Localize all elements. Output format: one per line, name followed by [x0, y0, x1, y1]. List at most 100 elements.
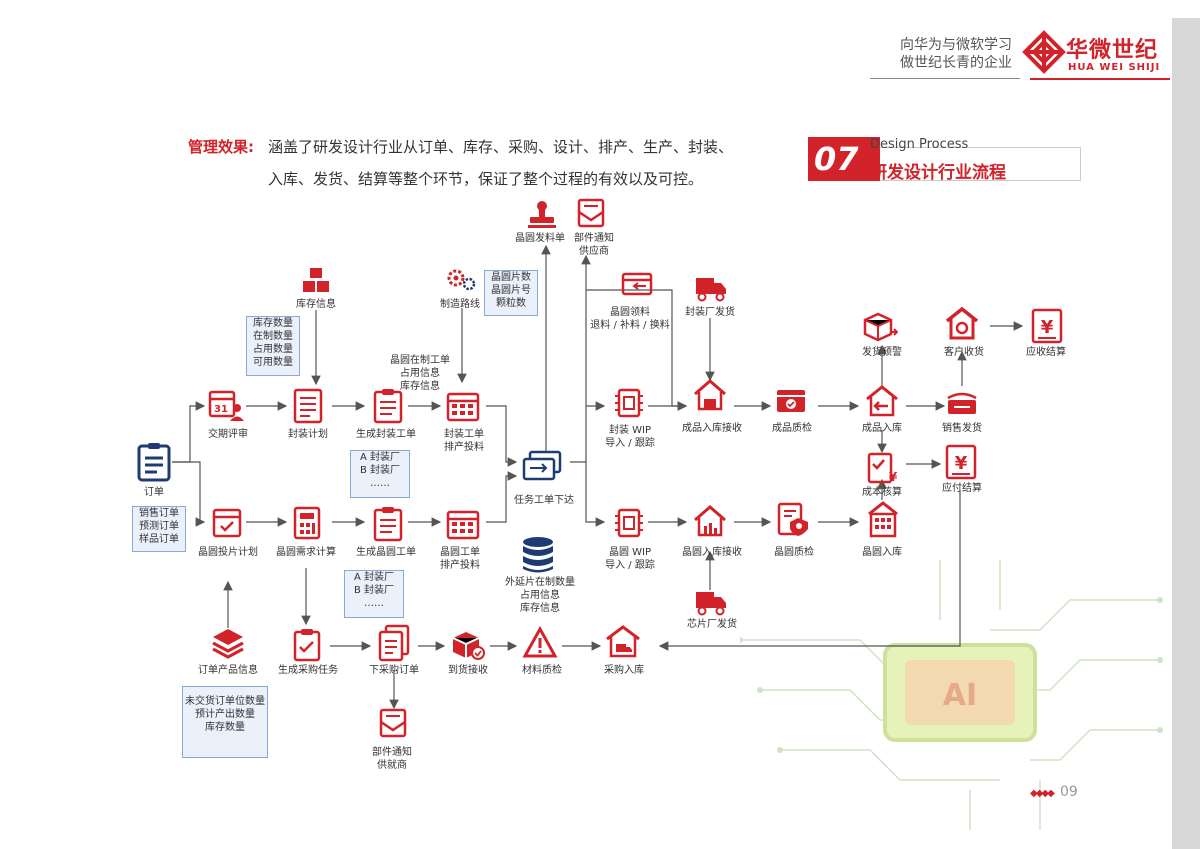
label-wafer-demand: 晶圆需求计算	[276, 547, 336, 558]
svg-text:AI: AI	[943, 678, 977, 713]
edge-task-mailsupplier	[570, 254, 591, 463]
label-chip-ship: 芯片厂发货	[687, 619, 737, 630]
label-customer-receive: 客户收货	[944, 347, 984, 358]
label-ship-alert: 发货预警	[862, 347, 902, 358]
warehouse-arrow-icon	[866, 385, 898, 417]
edge-order-waferplan	[172, 461, 206, 527]
label-wafer-qc: 晶圆质检	[774, 547, 814, 558]
svg-text:¥: ¥	[955, 453, 968, 474]
label-fg-receive: 成品入库接收	[682, 423, 742, 434]
label-fg-stock: 成品入库	[862, 423, 902, 434]
boxes-icon	[303, 268, 329, 292]
label-issue-po: 下采购订单	[369, 665, 419, 676]
stamp-icon	[528, 201, 556, 228]
yen-doc-icon: ¥	[945, 444, 977, 480]
logo-en: HUA WEI SHIJI	[1068, 62, 1161, 73]
clipboard-list-icon	[137, 443, 171, 482]
label-task-dispatch: 任务工单下达	[514, 495, 574, 506]
yen-doc-icon: ¥	[1031, 308, 1063, 344]
description-line2: 入库、发货、结算等整个环节，保证了整个过程的有效以及可控。	[268, 170, 704, 188]
calendar-grid-icon	[446, 510, 480, 540]
product-note: 未交货订单位数量 预计产出数量 库存数量	[182, 686, 268, 758]
edge-waferorder-task	[486, 471, 518, 523]
label-packaging-plan: 封装计划	[288, 429, 328, 440]
box-icon	[621, 272, 653, 296]
label-route: 制造路线	[440, 299, 480, 310]
layers-icon	[212, 629, 244, 659]
svg-text:¥: ¥	[889, 470, 898, 484]
warning-icon	[522, 626, 558, 658]
label-wafer-issue: 晶圆发料单	[515, 233, 565, 244]
documents-icon	[378, 624, 410, 662]
label-inventory-info: 库存信息	[296, 299, 336, 310]
tagline-line1: 向华为与微软学习	[900, 37, 1012, 53]
right-edge-bar	[1172, 18, 1200, 849]
clipboard-check-icon	[293, 629, 321, 662]
calendar-check-icon	[212, 508, 242, 538]
calendar-user-icon: 31	[208, 390, 244, 421]
clipboard-icon	[373, 507, 403, 542]
chip-icon	[615, 508, 643, 538]
package-icon	[452, 632, 485, 660]
edge-task-waferwip	[585, 462, 606, 527]
order-types-note: 销售订单 预测订单 样品订单	[132, 506, 186, 552]
warehouse-truck-icon	[606, 625, 640, 658]
label-wafer-pick: 晶圆领料 退料 / 补料 / 换料	[590, 307, 670, 331]
section-number-box	[808, 137, 880, 181]
label-pack-ship: 封装厂发货	[685, 307, 735, 318]
calendar-grid-icon	[446, 392, 480, 422]
doc-yen-icon: ¥	[867, 452, 898, 484]
label-fg-qc: 成品质检	[772, 423, 812, 434]
wafer-factory-note: A 封装厂 B 封装厂 ……	[344, 570, 404, 618]
wafer-count-note: 晶圆片数 晶圆片号 颗粒数	[484, 270, 538, 316]
document-list-icon	[293, 388, 323, 424]
label-arrival: 到货接收	[448, 665, 488, 676]
label-sales-ship: 销售发货	[942, 423, 982, 434]
description-line1: 涵盖了研发设计行业从订单、库存、采购、设计、排产、生产、封装、	[268, 138, 734, 156]
edge-order-review	[172, 401, 206, 463]
gears-icon	[447, 269, 476, 291]
section-number: 07	[814, 140, 859, 178]
database-icon	[523, 537, 553, 573]
building-icon	[868, 501, 898, 538]
circuit-background: AI	[740, 560, 1163, 830]
svg-text:31: 31	[214, 404, 228, 415]
label-wafer-wip: 晶圆 WIP 导入 / 跟踪	[605, 547, 655, 571]
box-arrow-icon	[863, 312, 898, 342]
clipboard-icon	[373, 389, 403, 424]
label-db: 外延片在制数量 占用信息 库存信息	[505, 577, 575, 614]
truck-box-icon	[947, 392, 977, 414]
label-purchase-stock: 采购入库	[604, 665, 644, 676]
warehouse-icon	[694, 505, 726, 537]
mail-icon	[577, 198, 605, 228]
label-wafer-stock: 晶圆入库	[862, 547, 902, 558]
label-ap-settle: 应付结算	[942, 483, 982, 494]
calculator-icon	[293, 506, 321, 540]
company-logo-icon	[1022, 30, 1066, 74]
label-pack-order: 封装工单 排产投料	[444, 429, 484, 453]
label-wafer-order: 晶圆工单 排产投料	[440, 547, 480, 571]
label-gen-wafer-order: 生成晶圆工单	[356, 547, 416, 558]
label-order: 订单	[144, 487, 164, 498]
edge-ap-purchasestock	[658, 490, 961, 651]
label-mail-supplier: 部件通知 供应商	[574, 233, 614, 257]
label-ar-settle: 应收结算	[1026, 347, 1066, 358]
svg-text:¥: ¥	[1041, 317, 1054, 338]
chip-icon	[615, 388, 643, 418]
page-marks-icon: ◆◆◆◆	[1030, 788, 1055, 799]
edge-packorder-task	[486, 405, 518, 467]
section-title-en: Design Process	[870, 137, 969, 152]
label-pack-wip: 封装 WIP 导入 / 跟踪	[605, 425, 655, 449]
tagline: 向华为与微软学习 做世纪长青的企业	[882, 36, 1012, 72]
logo-cn: 华微世纪	[1066, 38, 1159, 63]
box-check-icon	[777, 390, 805, 412]
label-gen-pack-order: 生成封装工单	[356, 429, 416, 440]
label-wafer-receive: 晶圆入库接收	[682, 547, 742, 558]
page-number: 09	[1060, 784, 1078, 800]
stacked-cards-icon	[522, 450, 562, 481]
header-divider	[870, 78, 1020, 79]
stock-note: 库存数量 在制数量 占用数量 可用数量	[246, 316, 300, 376]
truck-icon	[696, 592, 726, 616]
label-wip-info: 晶圆在制工单 占用信息 库存信息	[390, 355, 450, 392]
section-frame	[870, 147, 1081, 181]
